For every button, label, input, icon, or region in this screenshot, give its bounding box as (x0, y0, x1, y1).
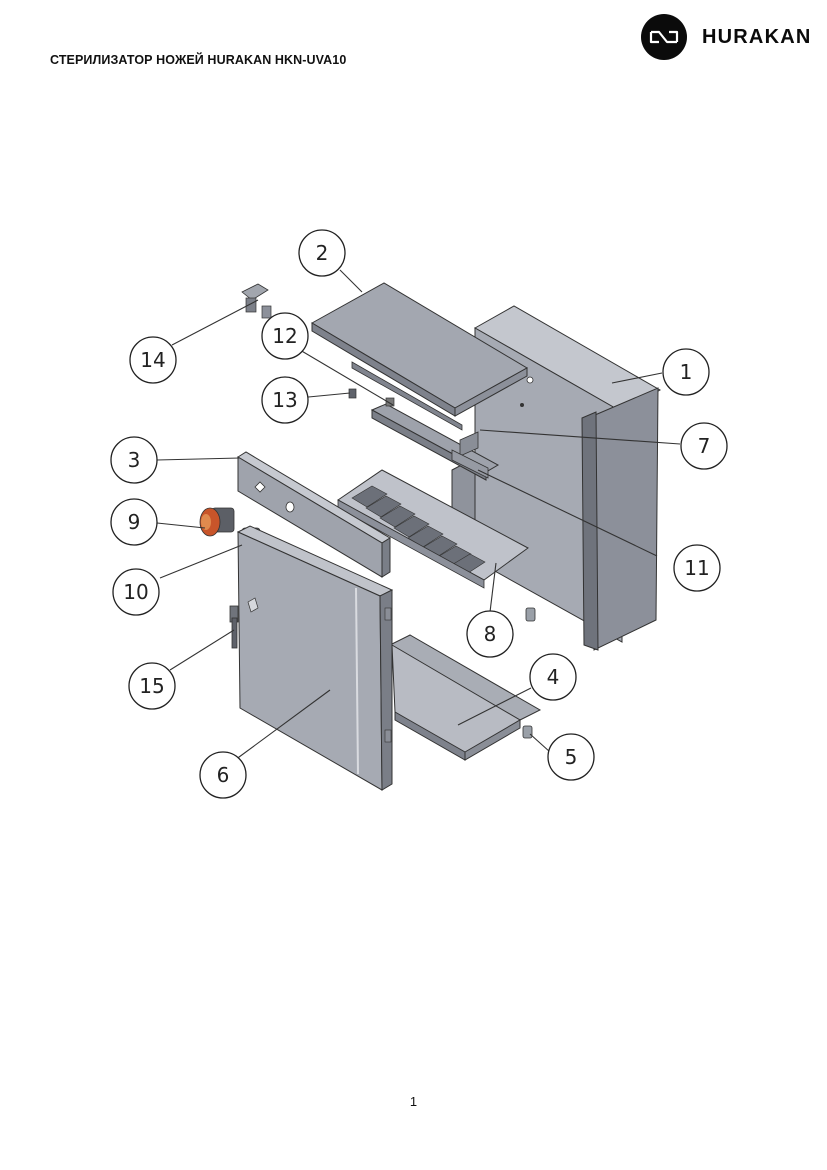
callout-10: 10 (112, 568, 160, 616)
callout-label: 15 (139, 674, 164, 698)
callout-label: 4 (547, 665, 560, 689)
callout-9: 9 (110, 498, 158, 546)
part-door (236, 525, 394, 791)
part-housing (451, 305, 662, 651)
part-control-panel (237, 451, 391, 578)
callout-label: 14 (140, 348, 165, 372)
callout-label: 2 (316, 241, 329, 265)
leader-lines (156, 269, 681, 761)
callout-7: 7 (680, 422, 728, 470)
callout-14: 14 (129, 336, 177, 384)
callout-label: 1 (680, 360, 693, 384)
brand-logo: HURAKAN (641, 14, 812, 60)
callout-label: 5 (565, 745, 578, 769)
callout-label: 6 (217, 763, 230, 787)
callout-1: 1 (662, 348, 710, 396)
part-top-cover (310, 282, 529, 431)
part-feet (522, 607, 536, 739)
callout-label: 9 (128, 510, 141, 534)
callout-11: 11 (673, 544, 721, 592)
callout-15: 15 (128, 662, 176, 710)
callout-2: 2 (298, 229, 346, 277)
part-screw (348, 388, 357, 399)
part-timer-knob (199, 507, 235, 537)
part-knife-rack (337, 469, 529, 589)
callout-label: 3 (128, 448, 141, 472)
brand-name: HURAKAN (702, 25, 812, 48)
callout-5: 5 (547, 733, 595, 781)
callout-label: 7 (698, 434, 711, 458)
hurakan-logo-icon (641, 14, 687, 60)
callout-label: 12 (272, 324, 297, 348)
part-bottom-tray (388, 634, 542, 761)
callout-label: 10 (123, 580, 148, 604)
part-door-latch (229, 597, 259, 649)
callout-8: 8 (466, 610, 514, 658)
part-hinge-bracket (241, 283, 272, 319)
callout-12: 12 (261, 312, 309, 360)
callout-13: 13 (261, 376, 309, 424)
callout-label: 11 (684, 556, 709, 580)
callout-label: 13 (272, 388, 297, 412)
callout-label: 8 (484, 622, 497, 646)
page-number: 1 (409, 1094, 418, 1109)
callout-3: 3 (110, 436, 158, 484)
document-title: СТЕРИЛИЗАТОР НОЖЕЙ HURAKAN HKN-UVA10 (50, 53, 347, 67)
callout-4: 4 (529, 653, 577, 701)
callout-6: 6 (199, 751, 247, 799)
